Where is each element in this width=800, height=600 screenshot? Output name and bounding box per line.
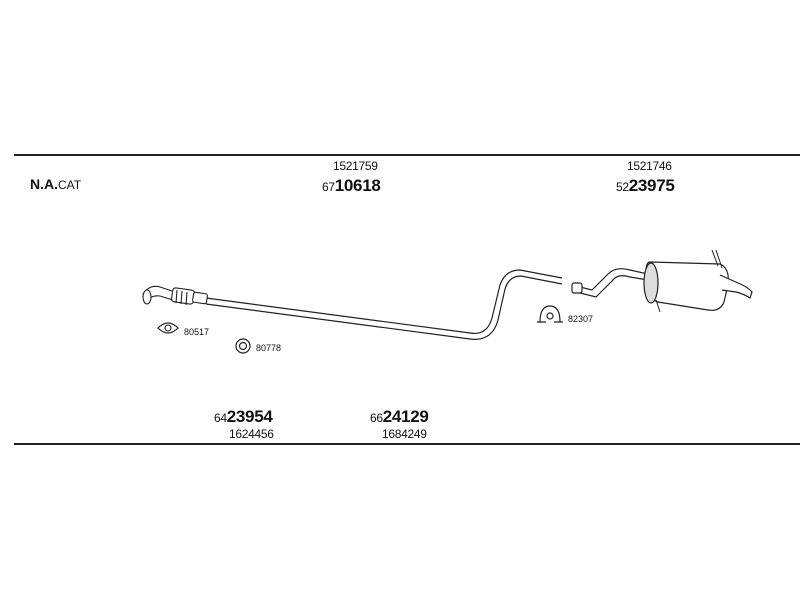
gasket-icon xyxy=(157,322,179,334)
mid-pipe-part-number: 6710618 xyxy=(322,177,381,194)
front-pipe-number: 23954 xyxy=(226,407,273,426)
mid-pipe-number: 10618 xyxy=(334,176,381,195)
rear-muffler-oe-number: 1521746 xyxy=(627,159,672,173)
center-pipe-prefix: 66 xyxy=(370,411,383,425)
center-pipe-part-number: 6624129 xyxy=(370,408,429,425)
clamp-number: 82307 xyxy=(568,314,593,324)
center-pipe-number: 24129 xyxy=(382,407,429,426)
rear-muffler-prefix: 52 xyxy=(616,180,629,194)
gasket-number: 80517 xyxy=(184,327,209,337)
clamp-icon xyxy=(537,305,563,323)
top-divider xyxy=(14,154,800,156)
front-and-center-pipe xyxy=(205,269,563,340)
front-flange-and-flex xyxy=(142,285,208,306)
rear-muffler-part-number: 5223975 xyxy=(616,177,675,194)
front-pipe-prefix: 64 xyxy=(214,411,227,425)
ring-number: 80778 xyxy=(256,343,281,353)
mid-pipe-oe-number: 1521759 xyxy=(333,159,378,173)
bottom-divider xyxy=(14,443,800,445)
rear-muffler-number: 23975 xyxy=(628,176,675,195)
rear-muffler-assembly xyxy=(571,249,753,313)
engine-label-bold: N.A. xyxy=(30,176,58,192)
ring-icon xyxy=(235,338,251,354)
mid-pipe-prefix: 67 xyxy=(322,180,335,194)
engine-label: N.A.CAT xyxy=(30,177,81,191)
front-pipe-oe-number: 1624456 xyxy=(229,427,274,441)
engine-label-suffix: CAT xyxy=(58,178,82,192)
center-pipe-oe-number: 1684249 xyxy=(382,427,427,441)
front-pipe-part-number: 6423954 xyxy=(214,408,273,425)
